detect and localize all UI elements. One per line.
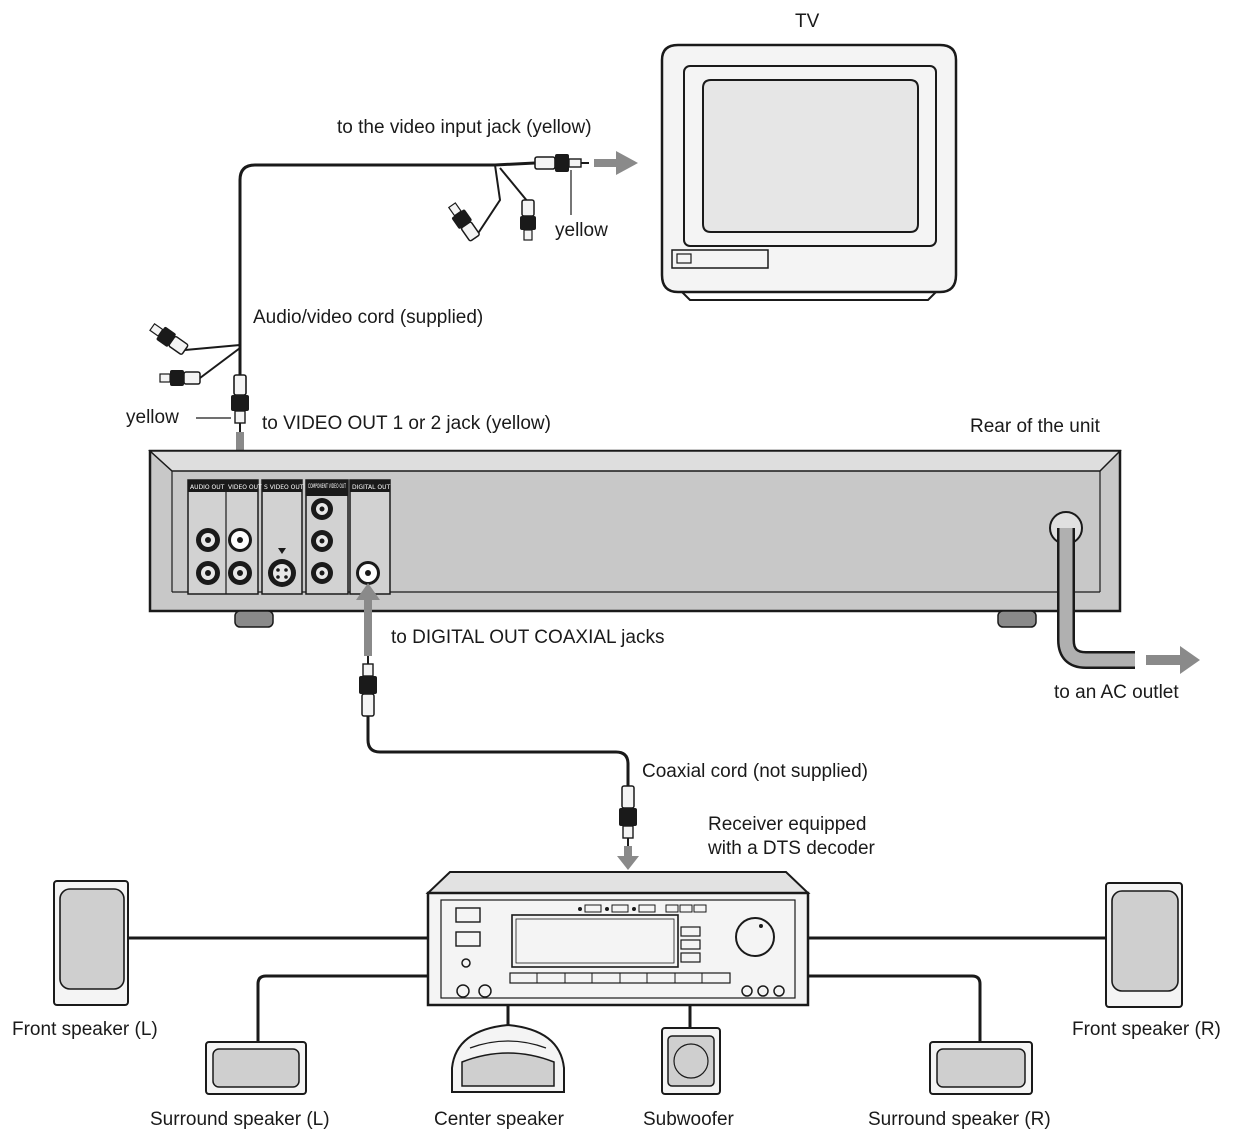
s-video-out-panel-label: S VIDEO OUT [264,484,304,491]
video-out-panel-label: VIDEO OUT [228,484,262,491]
power-cord [1057,528,1135,669]
receiver-label-line1: Receiver equipped [708,814,867,835]
ac-outlet-arrow [1146,646,1200,674]
surround-speaker-left-label: Surround speaker (L) [150,1109,330,1130]
av-cord-label: Audio/video cord (supplied) [253,307,484,328]
front-speaker-left-label: Front speaker (L) [12,1019,158,1040]
component-video-jacks [311,498,333,584]
yellow-unit-plug-label: yellow [126,407,179,428]
coaxial-plug-unit [359,656,377,717]
video-out-jacks [228,528,252,585]
coaxial-plug-receiver [619,785,637,846]
tv-direction-arrow [594,151,638,175]
component-video-out-panel-label: COMPONENT VIDEO OUT [308,483,346,490]
loose-audio-plug-upper [149,322,189,355]
dvd-player-rear: AUDIO OUT VIDEO OUT S VIDEO OUT COMPONEN… [148,449,1122,628]
tv-set [660,43,958,301]
front-speaker-right [1105,882,1183,1008]
video-out-jack-label: to VIDEO OUT 1 or 2 jack (yellow) [262,413,551,434]
center-speaker [451,1023,565,1093]
video-input-jack-label: to the video input jack (yellow) [337,117,592,138]
digital-out-arrow [356,583,380,656]
center-speaker-label: Center speaker [434,1109,564,1130]
ac-outlet-label: to an AC outlet [1054,682,1179,703]
audio-video-cord [184,161,536,379]
tv-video-plug [534,154,589,215]
receiver [425,871,811,1007]
loose-audio-plug-left [447,202,480,242]
surround-speaker-left [205,1041,307,1095]
surround-speaker-right [929,1041,1033,1095]
receiver-label-line2: with a DTS decoder [708,838,875,859]
front-speaker-left [53,880,129,1006]
audio-out-jacks [196,528,220,585]
subwoofer [661,1027,721,1095]
speaker-wires [128,936,1106,1042]
receiver-input-arrow [617,846,639,870]
front-speaker-right-label: Front speaker (R) [1072,1019,1221,1040]
digital-out-coaxial-label: to DIGITAL OUT COAXIAL jacks [391,627,665,648]
tv-label: TV [795,11,820,32]
surround-speaker-right-label: Surround speaker (R) [868,1109,1051,1130]
loose-audio-plug-lower [159,370,201,386]
digital-out-panel-label: DIGITAL OUT [352,484,390,491]
yellow-tv-plug-label: yellow [555,220,608,241]
coaxial-cord-label: Coaxial cord (not supplied) [642,761,869,782]
unit-video-plug [196,374,249,432]
loose-audio-plug-right [520,199,536,241]
digital-out-coaxial-jack [356,561,380,585]
coaxial-cord [366,716,630,786]
s-video-jack [268,548,296,587]
rear-of-unit-label: Rear of the unit [970,416,1100,437]
subwoofer-label: Subwoofer [643,1109,734,1130]
audio-out-panel-label: AUDIO OUT [190,484,225,491]
